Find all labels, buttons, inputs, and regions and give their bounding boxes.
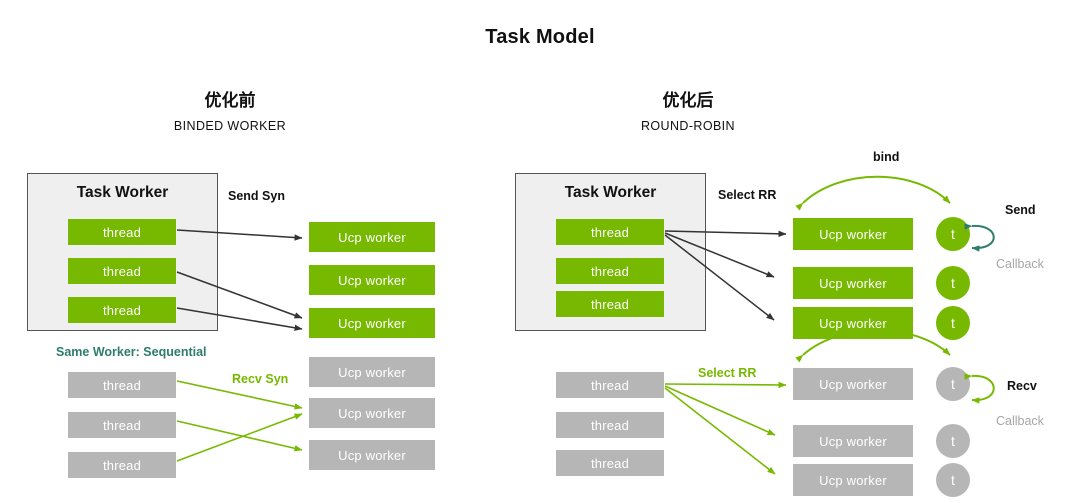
left-send-thread-1-label: thread [102,263,142,279]
left-send-ucp-worker-2[interactable]: Ucp worker [309,308,435,338]
right-select-rr-recv-text: Select RR [698,366,757,380]
left-panel-title-en: BINDED WORKER [173,119,287,133]
recv-callback-text: Callback [996,414,1044,428]
right-send-thread-0[interactable]: thread [556,219,664,245]
left-recv-thread-2-label: thread [102,457,142,473]
left-recv-ucp-worker-0-label: Ucp worker [338,364,406,380]
page-title: Task Model [485,26,595,48]
left-send-thread-1[interactable]: thread [68,258,176,284]
recv-label: Recv [1007,379,1037,393]
left-send-syn-label: Send Syn [228,189,285,203]
left-recv-ucp-worker-1[interactable]: Ucp worker [309,398,435,428]
bind-label: bind [873,150,899,164]
right-send-task-0[interactable]: t [936,217,970,251]
right-recv-ucp-worker-2-label: Ucp worker [819,472,887,488]
left-recv-syn-text: Recv Syn [232,372,289,386]
left-recv-thread-0-label: thread [102,377,142,393]
left-recv-ucp-worker-2-label: Ucp worker [338,447,406,463]
right-select-rr-send-text: Select RR [718,188,777,202]
right-panel-title-cn: 优化后 [662,91,714,110]
right-send-ucp-worker-2-label: Ucp worker [819,315,887,331]
right-send-task-1-label: t [951,275,955,291]
left-recv-thread-1[interactable]: thread [68,412,176,438]
right-recv-ucp-worker-1[interactable]: Ucp worker [793,425,913,457]
right-send-thread-0-label: thread [590,224,630,240]
left-recv-ucp-worker-0[interactable]: Ucp worker [309,357,435,387]
right-recv-thread-2[interactable]: thread [556,450,664,476]
right-recv-task-2-label: t [951,472,955,488]
right-recv-ucp-worker-0-label: Ucp worker [819,376,887,392]
recv-label-text: Recv [1007,379,1037,393]
send-callback-text: Callback [996,257,1044,271]
right-recv-ucp-worker-1-label: Ucp worker [819,433,887,449]
right-send-ucp-worker-1-label: Ucp worker [819,275,887,291]
left-same-worker-note-text: Same Worker: Sequential [56,345,207,359]
right-send-ucp-worker-0-label: Ucp worker [819,226,887,242]
right-send-ucp-worker-1[interactable]: Ucp worker [793,267,913,299]
right-recv-thread-1-label: thread [590,417,630,433]
left-panel-title-cn: 优化前 [204,91,256,110]
send-callback-loop [964,223,995,252]
send-label-text: Send [1005,203,1036,217]
right-recv-arrows [664,381,787,475]
send-label: Send [1005,203,1036,217]
right-recv-task-1[interactable]: t [936,424,970,458]
right-send-task-0-label: t [951,226,955,242]
right-recv-thread-1[interactable]: thread [556,412,664,438]
left-send-ucp-worker-2-label: Ucp worker [338,315,406,331]
right-select-rr-send-label: Select RR [718,188,776,202]
left-same-worker-note: Same Worker: Sequential [56,345,207,359]
right-panel-title-en: ROUND-ROBIN [641,119,735,133]
left-recv-thread-2[interactable]: thread [68,452,176,478]
right-recv-thread-2-label: thread [590,455,630,471]
left-send-ucp-worker-1[interactable]: Ucp worker [309,265,435,295]
left-send-ucp-worker-0-label: Ucp worker [338,229,406,245]
right-send-thread-1-label: thread [590,263,630,279]
recv-callback-loop [964,373,995,404]
recv-callback-label: Callback [996,414,1044,428]
right-recv-task-1-label: t [951,433,955,449]
left-send-ucp-worker-1-label: Ucp worker [338,272,406,288]
left-recv-arrows [176,380,303,462]
right-send-ucp-worker-0[interactable]: Ucp worker [793,218,913,250]
bind-label-text: bind [873,150,900,164]
left-send-thread-0[interactable]: thread [68,219,176,245]
right-recv-task-0[interactable]: t [936,367,970,401]
left-recv-thread-1-label: thread [102,417,142,433]
left-recv-ucp-worker-2[interactable]: Ucp worker [309,440,435,470]
right-send-task-1[interactable]: t [936,266,970,300]
bind-arc-send [795,175,951,211]
left-send-thread-2-label: thread [102,302,142,318]
right-send-thread-2[interactable]: thread [556,291,664,317]
right-recv-ucp-worker-0[interactable]: Ucp worker [793,368,913,400]
left-recv-syn-label: Recv Syn [232,372,288,386]
send-callback-label: Callback [996,257,1044,271]
left-recv-thread-0[interactable]: thread [68,372,176,398]
right-send-thread-2-label: thread [590,296,630,312]
right-recv-task-0-label: t [951,376,955,392]
left-send-thread-0-label: thread [102,224,142,240]
right-send-ucp-worker-2[interactable]: Ucp worker [793,307,913,339]
left-send-ucp-worker-0[interactable]: Ucp worker [309,222,435,252]
left-send-thread-2[interactable]: thread [68,297,176,323]
right-recv-thread-0-label: thread [590,377,630,393]
right-recv-task-2[interactable]: t [936,463,970,497]
right-recv-thread-0[interactable]: thread [556,372,664,398]
left-send-syn-text: Send Syn [228,189,285,203]
right-recv-ucp-worker-2[interactable]: Ucp worker [793,464,913,496]
right-send-task-2-label: t [951,315,955,331]
left-recv-ucp-worker-1-label: Ucp worker [338,405,406,421]
left-task-worker-label: Task Worker [76,184,169,201]
right-select-rr-recv-label: Select RR [698,366,756,380]
right-send-task-2[interactable]: t [936,306,970,340]
right-task-worker-label: Task Worker [564,184,657,201]
right-send-thread-1[interactable]: thread [556,258,664,284]
